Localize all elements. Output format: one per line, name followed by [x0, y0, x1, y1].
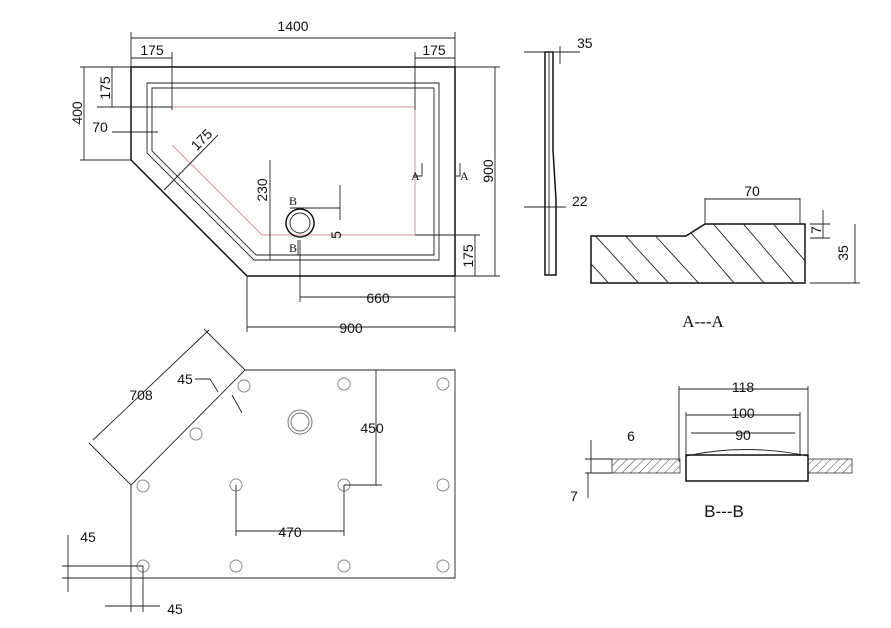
- dim-drain-gap: 5: [328, 231, 344, 239]
- dim-spacing-x: 470: [278, 524, 302, 540]
- bottom-view: 708 45 450 470 45 45: [62, 328, 456, 617]
- dim-left-height: 400: [69, 101, 85, 125]
- dim-aa-width: 70: [744, 183, 760, 199]
- drain-inner: [289, 212, 311, 234]
- tray-inner-basin: [151, 87, 435, 256]
- dim-left-inset: 175: [140, 42, 164, 58]
- section-aa-title: A---A: [682, 312, 724, 331]
- side-profile: [544, 51, 557, 276]
- dim-bb-inner: 90: [735, 427, 751, 443]
- dim-overall-width: 1400: [277, 18, 308, 34]
- base-outline: [130, 369, 456, 579]
- dim-side-base: 22: [572, 193, 588, 209]
- dim-drain-right: 660: [366, 290, 390, 306]
- dim-bb-outer: 118: [732, 379, 755, 395]
- support-feet: [136, 377, 450, 573]
- dim-bottom-width: 900: [339, 320, 363, 336]
- section-b-top: B: [289, 194, 297, 208]
- dim-aa-step: 7: [808, 226, 824, 234]
- section-aa-profile: [590, 223, 806, 284]
- dim-left-offset: 70: [92, 119, 108, 135]
- dim-spacing-y: 450: [360, 420, 384, 436]
- dim-diag-inset: 175: [188, 125, 216, 153]
- section-b-bottom: B: [289, 241, 297, 255]
- dim-side-thickness: 35: [577, 35, 593, 51]
- dim-drain-y: 230: [254, 178, 270, 202]
- dim-aa-height: 35: [835, 245, 851, 261]
- plan-view: 1400 175 175 400 175 70 175 230 B B 5: [69, 18, 500, 336]
- tray-inner-rim: [146, 82, 440, 261]
- dim-edge-y: 45: [80, 529, 96, 545]
- drain-outer: [285, 208, 315, 238]
- section-aa: 70 7 35 A---A: [590, 183, 860, 331]
- dim-bb-mid: 100: [731, 405, 755, 421]
- section-bb-title: B---B: [704, 502, 744, 521]
- side-view: 35 22: [524, 35, 593, 276]
- section-bb: 118 100 90 6 7 B---B: [570, 379, 853, 521]
- dim-bb-top: 6: [627, 428, 635, 444]
- dim-left-top: 175: [97, 76, 113, 100]
- dim-diag-offset: 45: [177, 371, 193, 387]
- dim-bottom-inset: 175: [460, 244, 476, 268]
- section-a-right: A: [460, 169, 469, 183]
- dim-overall-height: 900: [480, 159, 496, 183]
- dim-diag-708: 708: [129, 387, 153, 403]
- dim-right-inset: 175: [422, 42, 446, 58]
- dim-bb-bottom: 7: [570, 488, 578, 504]
- section-a-left: A: [411, 169, 420, 183]
- tray-outline: [130, 66, 456, 277]
- dim-edge-x: 45: [167, 601, 183, 617]
- drain-body: [685, 454, 809, 482]
